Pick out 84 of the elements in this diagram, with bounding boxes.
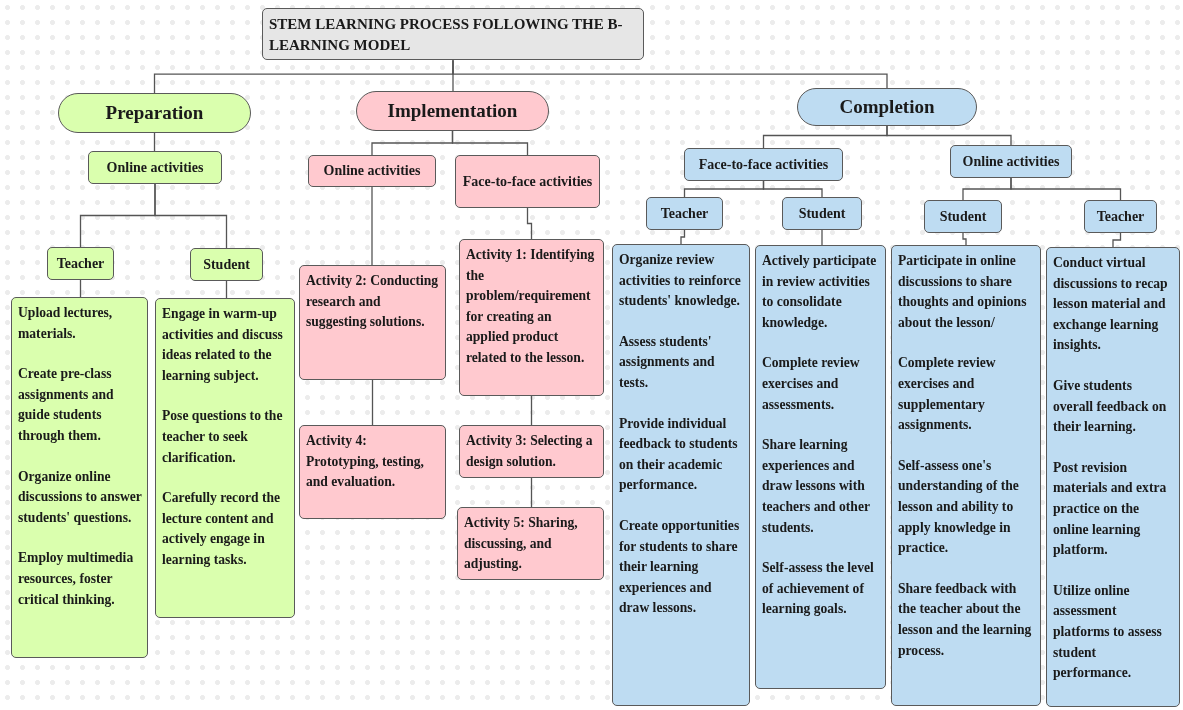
content-box xyxy=(457,507,604,580)
activity-text: Create opportunities for students to share their learning experiences and draw lessons. xyxy=(619,516,741,618)
activity-text: Activity 4: Prototyping, testing, and evaluation. xyxy=(306,432,425,492)
category-box xyxy=(646,197,723,230)
activity-text: Organize online discussions to answer students' questions. xyxy=(18,467,142,527)
activity-text: STEM LEARNING PROCESS FOLLOWING THE B-LEARNING MODEL xyxy=(269,15,624,55)
title-box xyxy=(262,8,644,61)
box-label: Teacher xyxy=(1096,207,1145,226)
connector-line xyxy=(371,379,374,426)
box-label: Teacher xyxy=(56,254,105,273)
connector-line xyxy=(680,229,686,245)
activity-text: Upload lectures, materials. xyxy=(18,304,114,343)
activity-text: Activity 5: Sharing, discussing, and adjusting. xyxy=(464,514,579,574)
content-box xyxy=(1046,247,1180,707)
connector-line xyxy=(530,395,533,426)
box-label: Completion xyxy=(839,95,935,119)
box-label: Student xyxy=(798,204,846,223)
category-box xyxy=(782,197,862,230)
activity-text: Share learning experiences and draw lessons with teachers and other students. xyxy=(762,436,871,537)
activity-text: Self-assess the level of achievement of learning goals. xyxy=(762,559,875,619)
phase-pill xyxy=(58,93,251,133)
connector-line xyxy=(762,180,823,198)
content-box xyxy=(299,265,446,380)
category-box xyxy=(308,155,436,187)
connector-line xyxy=(154,183,228,249)
category-box xyxy=(924,200,1002,233)
box-label: Online activities xyxy=(323,162,421,180)
content-box xyxy=(11,297,148,658)
activity-text: Self-assess one's understanding of the lesson and ability to apply knowledge in practice. xyxy=(898,456,1020,558)
box-label: Online activities xyxy=(962,152,1060,171)
activity-text: Share feedback with the teacher about the lesson and the learning process. xyxy=(898,579,1033,660)
box-label: Student xyxy=(939,207,987,226)
activity-text: Give students overall feedback on their learning. xyxy=(1053,376,1168,437)
content-box xyxy=(155,298,295,618)
activity-text: Create pre-class assignments and guide students through them. xyxy=(18,365,115,445)
activity-text: Activity 3: Selecting a design solution. xyxy=(466,432,594,471)
category-box xyxy=(190,248,263,281)
activity-text: Complete review exercises and assessments. xyxy=(762,354,861,414)
content-box xyxy=(612,244,750,706)
activity-text: Carefully record the lecture content and actively engage in learning tasks. xyxy=(162,489,282,569)
content-box xyxy=(459,425,604,478)
category-box xyxy=(1084,200,1157,233)
activity-text: Conduct virtual discussions to recap lesson material and exchange learning insights. xyxy=(1053,254,1169,355)
connector-line xyxy=(886,125,1012,146)
connector-line xyxy=(530,477,533,508)
connector-line xyxy=(1010,177,1122,201)
box-label: Online activities xyxy=(106,158,204,177)
connector-line xyxy=(962,232,967,246)
connector-line xyxy=(452,59,888,89)
connector-line xyxy=(821,229,823,246)
connector-line xyxy=(526,207,533,240)
activity-text: Utilize online assessment platforms to assess student performance. xyxy=(1053,581,1163,683)
connector-line xyxy=(1112,232,1122,248)
activity-text: Activity 1: Identifying the problem/requirement for creating an applied product related to the lesson. xyxy=(466,246,596,367)
box-label: Teacher xyxy=(660,204,709,223)
activity-text: Assess students' assignments and tests. xyxy=(619,332,716,392)
activity-text: Employ multimedia resources, foster critical thinking. xyxy=(18,549,135,609)
phase-pill xyxy=(797,88,977,126)
activity-text: Post revision materials and extra practice on the online learning platform. xyxy=(1053,458,1168,560)
activity-text: Engage in warm-up activities and discuss ideas related to the learning subject. xyxy=(162,305,284,385)
activity-text: Provide individual feedback to students on their academic performance. xyxy=(619,414,739,495)
activity-text: Participate in online discussions to share thoughts and opinions about the lesson/ xyxy=(898,252,1028,332)
content-box xyxy=(459,239,604,396)
category-box xyxy=(88,151,222,184)
activity-text: Pose questions to the teacher to seek clarification. xyxy=(162,407,284,467)
content-box xyxy=(755,245,886,689)
activity-text: Organize review activities to reinforce students' knowledge. xyxy=(619,251,742,311)
phase-pill xyxy=(356,91,549,131)
content-box xyxy=(299,425,446,519)
content-box xyxy=(891,245,1041,706)
connector-line xyxy=(371,186,373,266)
activity-text: Actively participate in review activities to consolidate knowledge. xyxy=(762,252,878,332)
box-label: Face-to-face activities xyxy=(462,172,593,191)
box-label: Student xyxy=(203,255,250,274)
box-label: Preparation xyxy=(105,101,204,125)
activity-text: Activity 2: Conducting research and suggesting solutions. xyxy=(306,272,440,332)
box-label: Implementation xyxy=(387,99,518,123)
box-label: Face-to-face activities xyxy=(698,155,829,174)
category-box xyxy=(455,155,600,208)
category-box xyxy=(950,145,1072,178)
connector-line xyxy=(451,130,529,156)
category-box xyxy=(684,148,843,181)
category-box xyxy=(47,247,114,280)
activity-text: Complete review exercises and supplementary assignments. xyxy=(898,354,997,435)
